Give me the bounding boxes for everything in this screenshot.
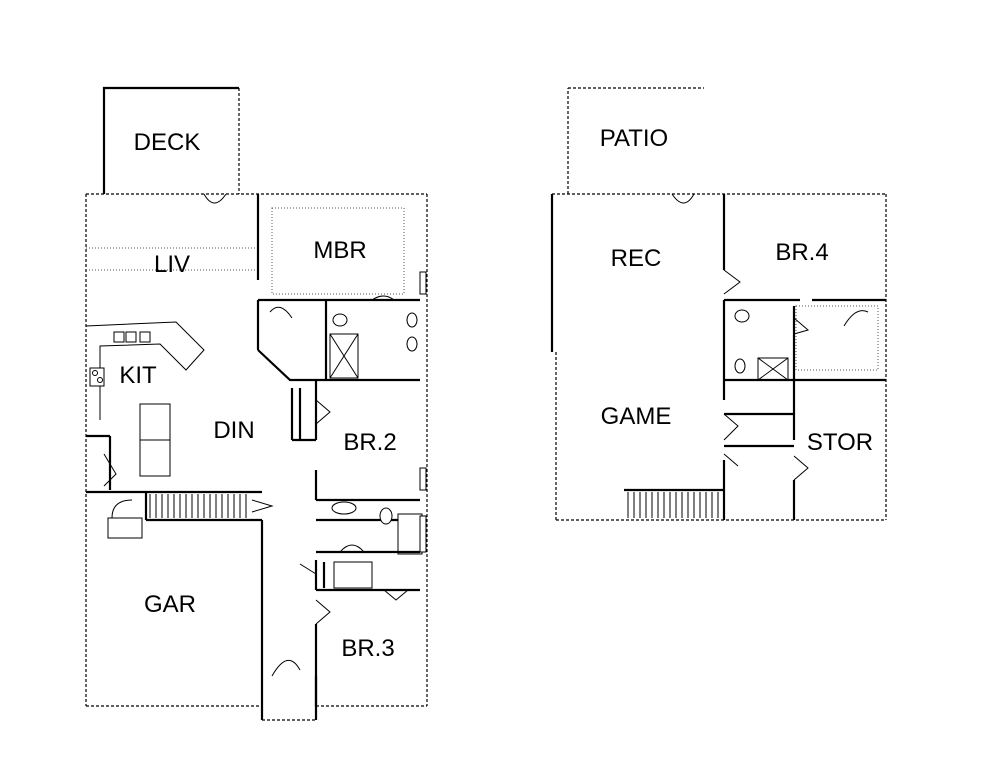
main-floor-outline [85,193,428,721]
lower-floor-outline [550,193,887,521]
room-label-br2: BR.2 [343,429,396,456]
room-label-br4: BR.4 [775,239,828,266]
garage-walls [260,520,301,677]
bedroom-wing-walls [290,380,423,706]
patio-area [567,87,704,194]
room-label-br3: BR.3 [341,635,394,662]
main-floor-windows [203,193,427,553]
room-label-din: DIN [213,417,254,444]
room-label-rec: REC [611,245,662,272]
mbr-walls [256,194,420,382]
utility-area [86,434,143,539]
room-label-patio: PATIO [600,125,668,152]
main-floor [85,86,428,721]
room-label-game: GAME [601,403,672,430]
room-label-liv: LIV [154,251,190,278]
lower-stairs [624,488,724,518]
room-label-gar: GAR [144,591,196,618]
kitchen-counters [85,321,205,477]
deck-area [102,86,240,194]
lower-floor-walls [722,194,886,520]
room-label-deck: DECK [134,129,201,156]
room-label-stor: STOR [807,429,873,456]
room-label-kit: KIT [119,362,157,389]
main-stairs [86,490,274,522]
room-label-mbr: MBR [313,237,366,264]
lower-floor [550,87,887,521]
